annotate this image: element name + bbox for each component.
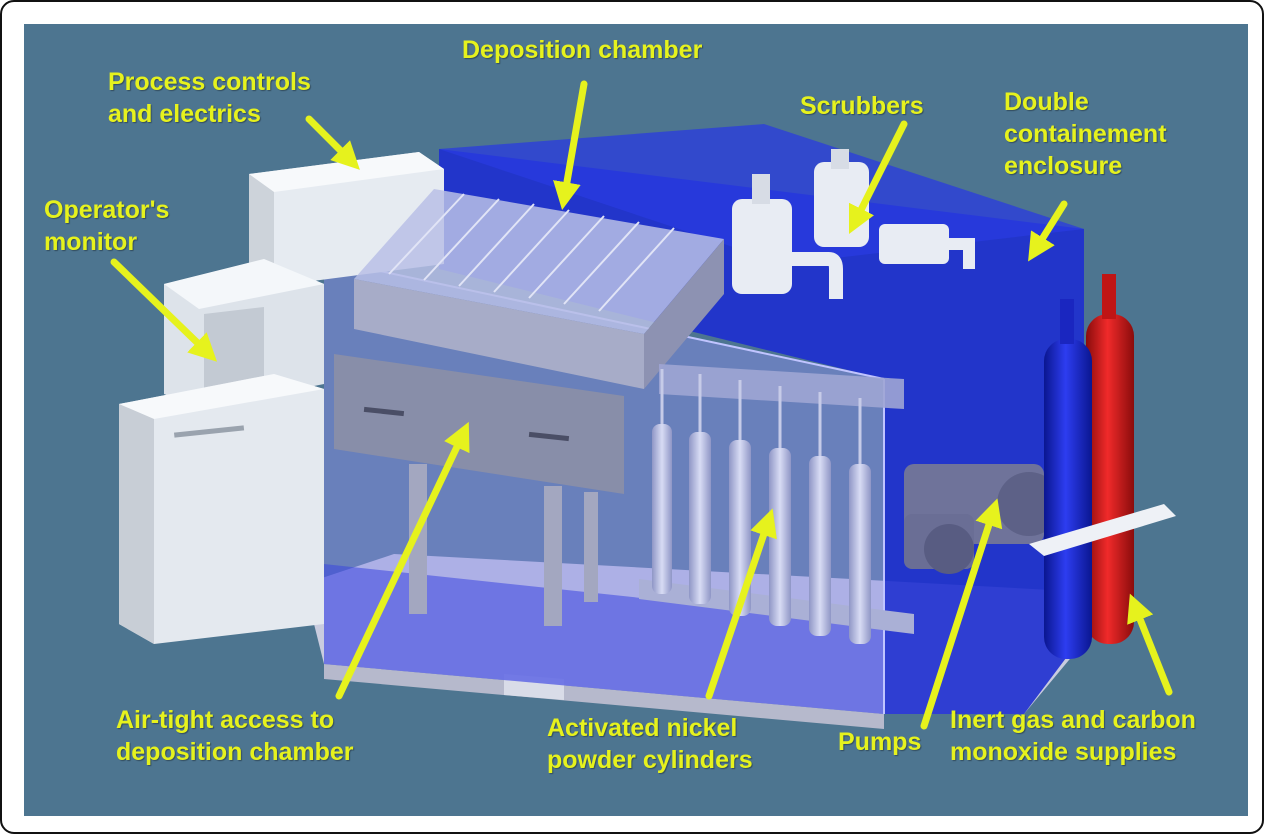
label-gas-supplies: Inert gas and carbon monoxide supplies: [950, 706, 1196, 766]
label-nickel-cylinders: Activated nickel powder cylinders: [547, 714, 753, 774]
gas-cylinders: [1029, 274, 1176, 659]
label-operators-monitor: Operator's monitor: [44, 196, 170, 256]
equipment-illustration: [110, 80, 1176, 730]
label-scrubbers: Scrubbers: [800, 92, 924, 120]
label-arrows: [110, 80, 1173, 730]
deposition-chamber: [334, 189, 724, 626]
arrow-icon: [335, 421, 470, 700]
pumps: [904, 464, 1061, 574]
nickel-cylinder-rack: [639, 364, 914, 644]
arrow-icon: [553, 80, 588, 211]
label-deposition-chamber: Deposition chamber: [462, 36, 703, 64]
label-process-controls: Process controls and electrics: [108, 68, 311, 128]
label-pumps: Pumps: [838, 728, 922, 756]
arrow-icon: [705, 508, 777, 700]
scrubbers: [732, 149, 975, 299]
arrow-icon: [1127, 593, 1173, 696]
arrow-icon: [305, 115, 360, 170]
arrow-icon: [848, 120, 908, 235]
diagram-panel: Deposition chamber Process controls and …: [24, 24, 1248, 816]
arrow-icon: [920, 498, 1003, 730]
arrow-icon: [1028, 200, 1068, 262]
label-double-containment: Double containement enclosure: [1004, 88, 1167, 180]
label-air-tight-access: Air-tight access to deposition chamber: [116, 706, 354, 766]
arrow-icon: [110, 258, 218, 362]
